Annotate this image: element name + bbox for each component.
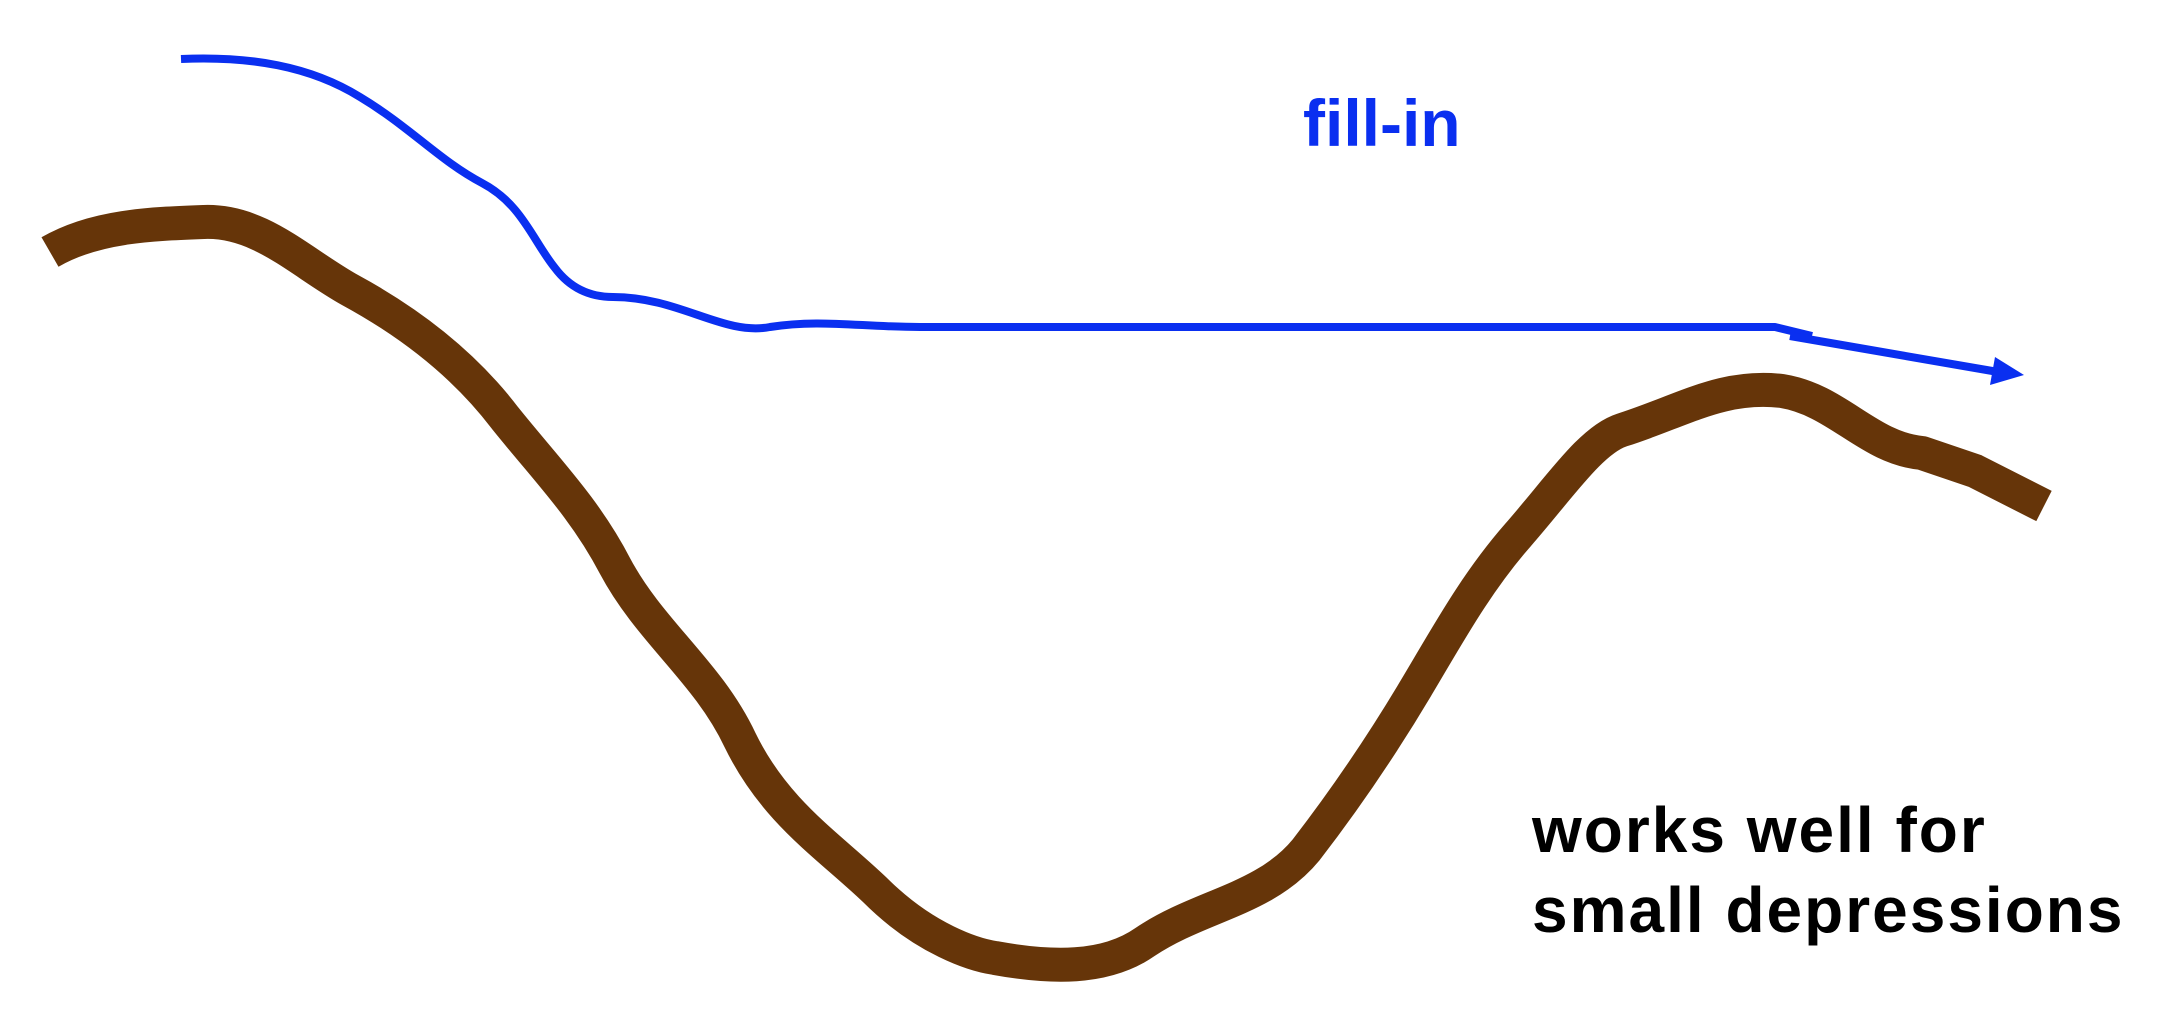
- fill-in-label: fill-in: [1303, 86, 1461, 160]
- terrain-profile: [41, 204, 2052, 982]
- note-line-1: works well for: [1531, 794, 1987, 866]
- overflow-arrow-head: [1990, 357, 2024, 385]
- note-line-2: small depressions: [1532, 874, 2124, 946]
- overflow-arrow-shaft: [1789, 332, 2005, 377]
- fill-in-line: [180, 54, 1813, 340]
